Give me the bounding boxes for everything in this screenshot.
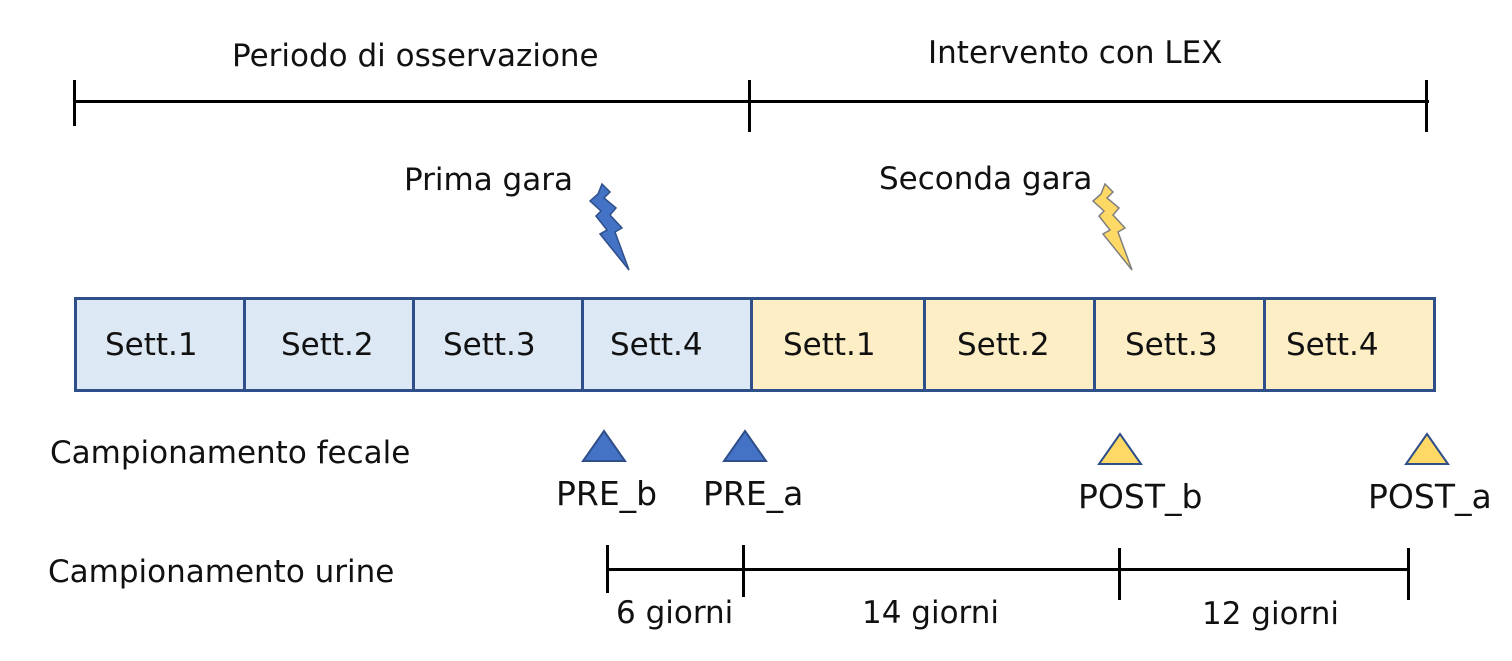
urine-tick-pre-b	[606, 545, 609, 593]
week-box-pre-2: Sett.2	[246, 297, 415, 392]
week-box-post-1: Sett.1	[753, 297, 926, 392]
first-race-label: Prima gara	[404, 162, 573, 198]
phase-tick-middle	[748, 80, 751, 132]
week-box-post-4: Sett.4	[1266, 297, 1436, 392]
week-label: Sett.3	[443, 327, 536, 363]
sample-label-pre-a: PRE_a	[703, 474, 804, 513]
fecal-sampling-label: Campionamento fecale	[50, 435, 411, 471]
interval-label-12-days: 12 giorni	[1202, 596, 1340, 632]
observation-period-label: Periodo di osservazione	[232, 38, 599, 74]
sample-label-post-b: POST_b	[1078, 477, 1203, 516]
triangle-icon-pre-a	[722, 429, 768, 462]
week-label: Sett.1	[783, 327, 876, 363]
triangle-icon-pre-b	[581, 429, 627, 462]
sample-label-post-a: POST_a	[1368, 477, 1492, 516]
urine-timeline	[607, 568, 1409, 571]
triangle-icon-post-a	[1404, 432, 1450, 465]
urine-tick-post-b	[1118, 548, 1121, 600]
weeks-timeline: Sett.1 Sett.2 Sett.3 Sett.4 Sett.1 Sett.…	[74, 297, 1436, 392]
interval-label-6-days: 6 giorni	[616, 595, 734, 631]
week-label: Sett.4	[1286, 327, 1379, 363]
week-box-pre-1: Sett.1	[74, 297, 246, 392]
week-box-pre-4: Sett.4	[584, 297, 753, 392]
urine-tick-post-a	[1407, 548, 1410, 600]
sample-label-pre-b: PRE_b	[556, 474, 658, 513]
triangle-icon-post-b	[1097, 432, 1143, 465]
week-label: Sett.4	[610, 327, 703, 363]
week-label: Sett.2	[281, 327, 374, 363]
interval-label-14-days: 14 giorni	[862, 595, 1000, 631]
week-box-post-3: Sett.3	[1096, 297, 1266, 392]
lightning-icon-first-race	[588, 182, 630, 271]
phase-tick-start	[73, 80, 76, 126]
week-label: Sett.2	[957, 327, 1050, 363]
lightning-icon-second-race	[1091, 182, 1133, 271]
week-box-pre-3: Sett.3	[415, 297, 584, 392]
week-box-post-2: Sett.2	[926, 297, 1096, 392]
week-label: Sett.1	[105, 327, 198, 363]
phase-tick-end	[1425, 80, 1428, 132]
phase-timeline	[74, 100, 1429, 103]
urine-sampling-label: Campionamento urine	[48, 554, 395, 590]
second-race-label: Seconda gara	[879, 161, 1093, 197]
week-label: Sett.3	[1125, 327, 1218, 363]
urine-tick-pre-a	[742, 545, 745, 597]
intervention-period-label: Intervento con LEX	[928, 35, 1223, 71]
